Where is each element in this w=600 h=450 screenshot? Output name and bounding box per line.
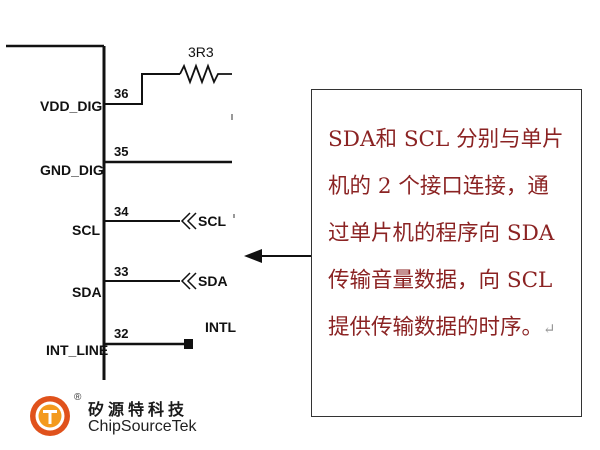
resistor-label: 3R3 — [188, 44, 214, 60]
pin-number-34: 34 — [114, 204, 129, 219]
pin-number-36: 36 — [114, 86, 129, 101]
pin-number-33: 33 — [114, 264, 129, 279]
pointer-arrow-head — [244, 249, 262, 263]
logo-english-name: ChipSourceTek — [88, 418, 197, 435]
pin-label-int-line: INT_LINE — [46, 342, 109, 358]
chipsourcetek-logo-icon — [30, 396, 70, 436]
annotation-text: SDA和 SCL 分别与单片机的 2 个接口连接，通过单片机的程序向 SDA 传… — [328, 116, 569, 353]
pin-label-vdd-dig: VDD_DIG — [40, 98, 103, 114]
pin-label-scl: SCL — [72, 222, 100, 238]
registered-mark: ® — [74, 392, 82, 403]
logo-chinese-name: 矽源特科技 — [88, 400, 189, 419]
return-mark-icon: ↵ — [543, 320, 556, 338]
annotation-body: SDA和 SCL 分别与单片机的 2 个接口连接，通过单片机的程序向 SDA 传… — [328, 127, 564, 340]
sda-connector-icon — [180, 272, 197, 290]
scl-connector-icon — [180, 212, 197, 230]
pin-number-35: 35 — [114, 144, 129, 159]
net-label-scl: SCL — [198, 213, 226, 229]
pin-number-32: 32 — [114, 326, 129, 341]
pin-label-sda: SDA — [72, 284, 102, 300]
net-label-intl: INTL — [205, 319, 237, 335]
resistor-3r3 — [179, 63, 232, 85]
pin-36-wire — [104, 73, 180, 105]
annotation-box: SDA和 SCL 分别与单片机的 2 个接口连接，通过单片机的程序向 SDA 传… — [311, 89, 582, 417]
company-logo: ® 矽源特科技 ChipSourceTek — [30, 392, 250, 442]
pin-label-gnd-dig: GND_DIG — [40, 162, 104, 178]
net-label-sda: SDA — [198, 273, 228, 289]
intl-terminal-icon — [184, 339, 193, 349]
